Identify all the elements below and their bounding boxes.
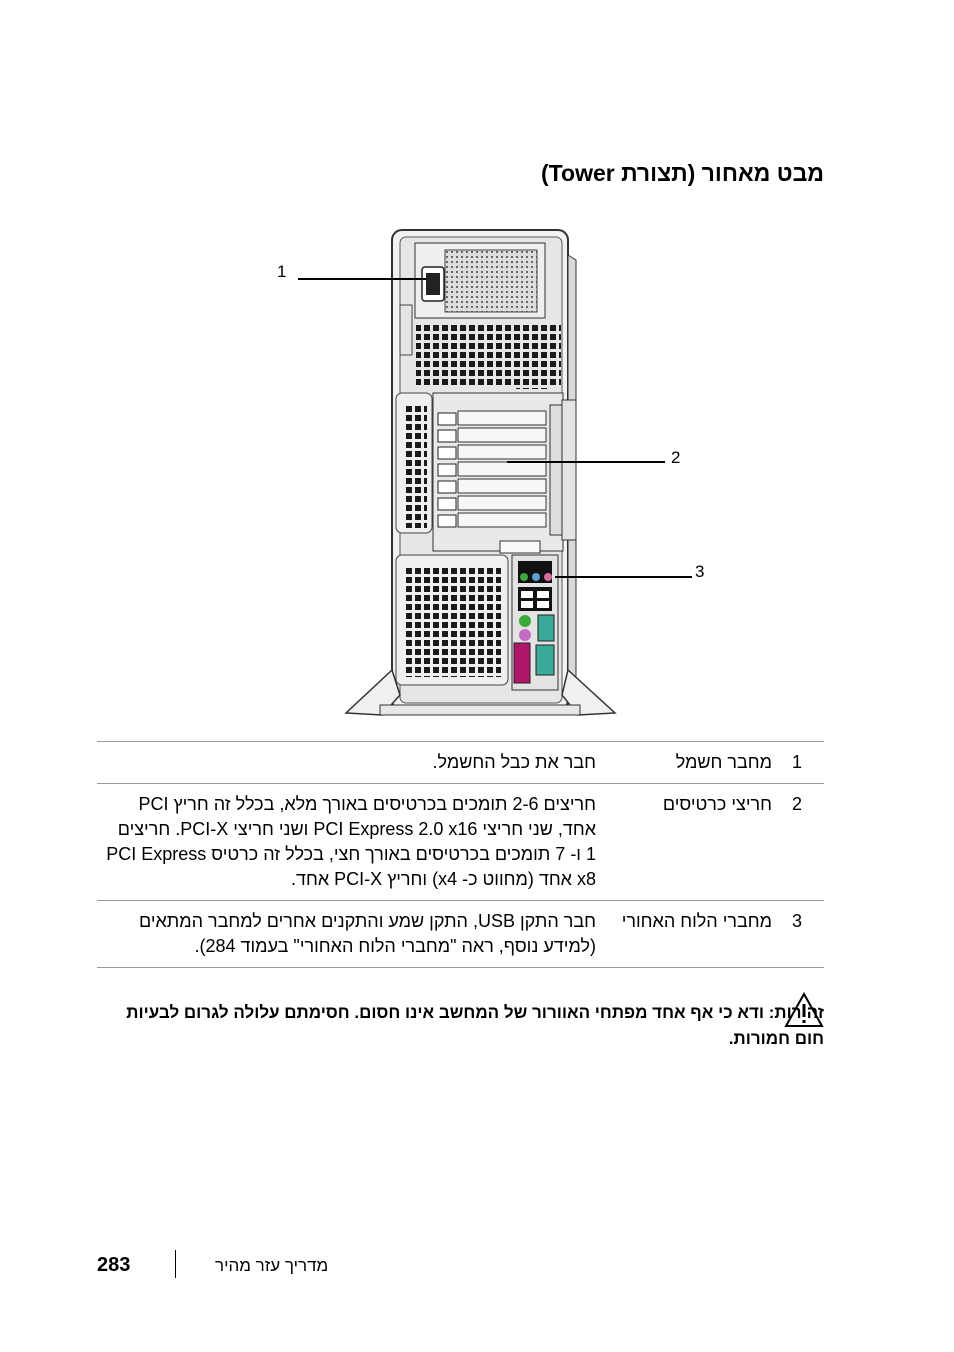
callout-1-leader <box>298 278 426 280</box>
callout-3-leader <box>555 576 692 578</box>
callout-2-leader <box>507 461 665 463</box>
callout-1: 1 <box>277 262 287 281</box>
row-name: מחברי הלוח האחורי <box>621 911 772 931</box>
row-number: 2 <box>791 794 802 814</box>
computer-back-drawing <box>344 229 617 716</box>
row-description: חבר התקן USB, התקן שמע והתקנים אחרים למח… <box>138 911 596 956</box>
row-number: 3 <box>791 911 802 931</box>
row-name: חריצי כרטיסים <box>662 794 772 814</box>
component-table: 1 מחבר חשמל חבר את כבל החשמל. 2 חריצי כר… <box>97 741 824 968</box>
warning-notice: זהירות: ודא כי אף אחד מפתחי האוורור של ה… <box>124 1000 824 1052</box>
table-row: 1 מחבר חשמל חבר את כבל החשמל. <box>97 741 824 784</box>
tower-rear-illustration <box>270 225 710 725</box>
guide-title: מדריך עזר מהיר <box>215 1256 329 1275</box>
footer-divider <box>175 1250 176 1278</box>
row-number: 1 <box>791 752 802 772</box>
callout-2: 2 <box>671 448 681 467</box>
row-name: מחבר חשמל <box>675 752 772 772</box>
warning-text: ודא כי אף אחד מפתחי האוורור של המחשב אינ… <box>126 1003 824 1048</box>
table-row: 3 מחברי הלוח האחורי חבר התקן USB, התקן ש… <box>97 900 824 968</box>
row-description: חבר את כבל החשמל. <box>432 752 597 772</box>
row-description: חריצים 2-6 תומכים בכרטיסים באורך מלא, בכ… <box>106 794 596 889</box>
table-row: 2 חריצי כרטיסים חריצים 2-6 תומכים בכרטיס… <box>97 783 824 901</box>
callout-3: 3 <box>695 562 705 581</box>
page-number: 283 <box>97 1254 131 1276</box>
warning-triangle-icon <box>784 991 824 1028</box>
warning-label: זהירות: <box>768 1003 824 1022</box>
page-title: מבט מאחור (תצורת Tower) <box>541 160 824 186</box>
